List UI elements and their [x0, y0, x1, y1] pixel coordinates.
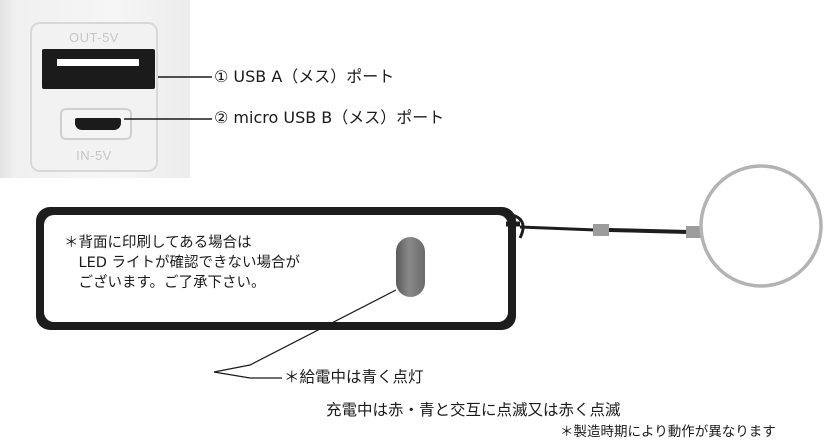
strap-clip-right: [686, 226, 702, 238]
manufacturing-footnote: ＊製造時期により動作が異なります: [560, 424, 776, 440]
strap-loop: [507, 212, 525, 239]
led-leader-upper: [213, 289, 397, 373]
strap-cord-thick: [608, 228, 689, 234]
strap-clip-left: [593, 224, 609, 236]
led-indicator: [396, 237, 425, 297]
in-5v-label: IN-5V: [76, 148, 112, 163]
device-side-edge: [0, 0, 14, 178]
micro-usb-callout: ② micro USB B（メス）ポート: [214, 108, 445, 127]
print-notice-line: ございます。ご了承下さい。: [64, 275, 266, 291]
port-frame: [30, 22, 158, 172]
micro-usb-port: [75, 118, 121, 130]
print-notice: ＊背面に印刷してある場合は LED ライトが確認できない場合が ございます。ご了…: [64, 233, 300, 293]
print-notice-line: LED ライトが確認できない場合が: [64, 255, 301, 271]
strap-cord: [519, 225, 597, 232]
key-ring: [699, 164, 823, 288]
usb-a-port-slot: [57, 59, 139, 66]
usb-a-port: [42, 49, 155, 89]
led-leader-lower: [213, 371, 282, 379]
print-notice-line: ＊背面に印刷してある場合は: [64, 235, 252, 251]
led-power-info: ＊給電中は青く点灯: [284, 368, 424, 386]
led-charge-info: 充電中は赤・青と交互に点滅又は赤く点滅: [326, 401, 621, 419]
tag-device-face: [44, 215, 508, 322]
out-5v-label: OUT-5V: [69, 30, 119, 45]
usb-a-callout: ① USB A（メス）ポート: [214, 67, 395, 86]
